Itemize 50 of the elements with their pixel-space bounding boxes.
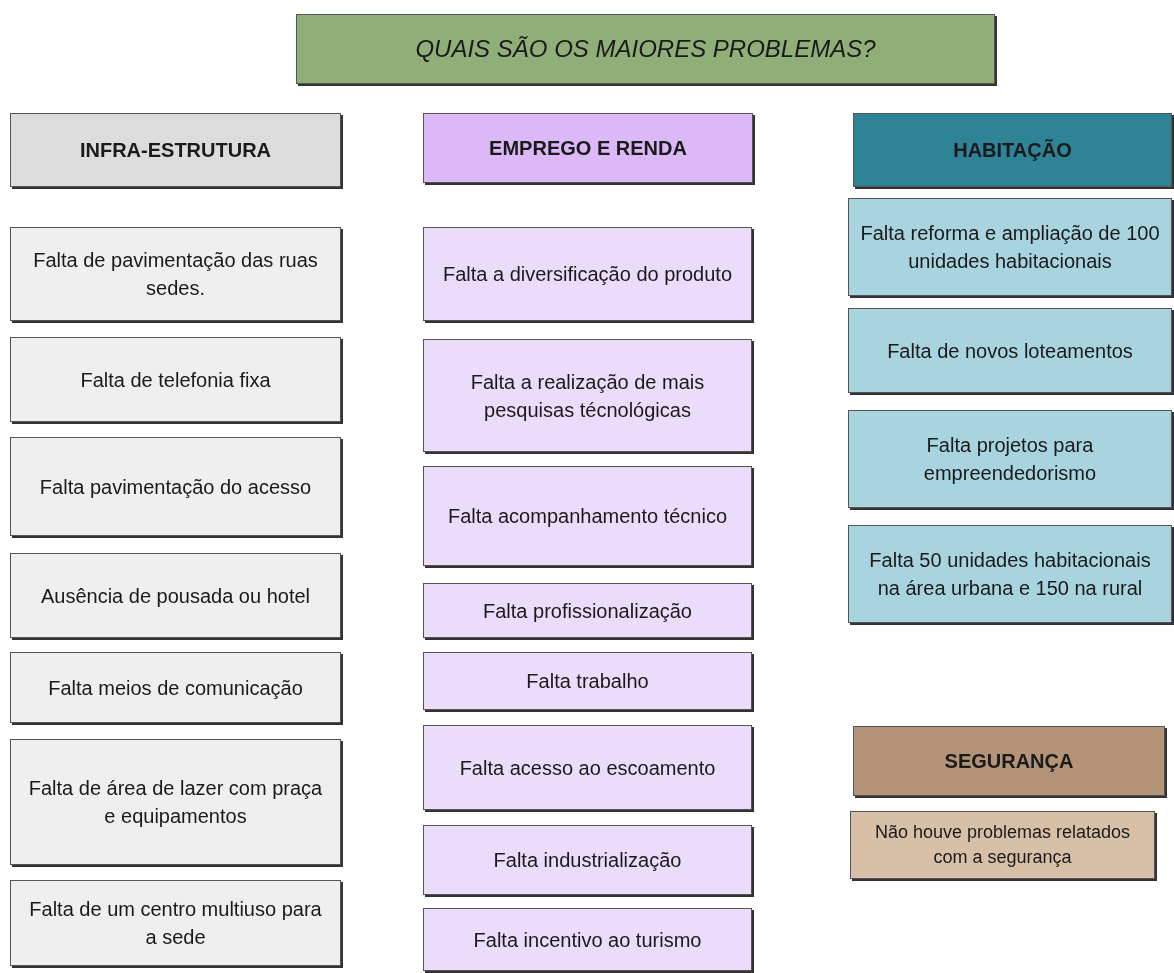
- problem-box: [850, 811, 1155, 879]
- problem-text: Falta de novos loteamentos: [887, 338, 1133, 364]
- problem-box: [10, 880, 341, 966]
- problem-text: Falta profissionalização: [483, 598, 692, 624]
- problem-box: [423, 825, 752, 895]
- problem-text: Falta de um centro multiuso para a sede: [28, 897, 323, 950]
- problem-text: Ausência de pousada ou hotel: [40, 583, 311, 609]
- problem-text: Não houve problemas relatados com a segurança: [873, 820, 1132, 869]
- problem-box: [423, 339, 752, 452]
- problem-box: [423, 583, 752, 638]
- problem-text: Falta de área de lazer com praça e equipamentos: [27, 776, 324, 829]
- problem-text: Falta reforma e ampliação de 100 unidades habitacionais: [859, 221, 1161, 274]
- problem-box: [423, 908, 752, 971]
- problem-box: [10, 553, 341, 638]
- category-heading: EMPREGO E RENDA: [489, 136, 687, 161]
- problem-box: [10, 652, 341, 723]
- problem-box: [423, 466, 752, 566]
- problem-text: Falta a realização de mais pesquisas técnológicas: [469, 369, 706, 423]
- problem-text: Falta 50 unidades habitacionais na área urbana e 150 na rural: [868, 548, 1152, 601]
- problem-box: [10, 337, 341, 422]
- category-header-box: [10, 113, 341, 187]
- category-header-box: [423, 113, 753, 183]
- problem-box: [848, 308, 1172, 393]
- problem-text: Falta incentivo ao turismo: [473, 927, 702, 953]
- problem-text: Falta de pavimentação das ruas sedes.: [32, 248, 319, 301]
- problem-text: Falta meios de comunicação: [48, 675, 303, 701]
- problem-box: [848, 410, 1172, 508]
- problem-text: Falta acesso ao escoamento: [459, 755, 716, 781]
- category-header-box: [853, 113, 1172, 187]
- title-text: QUAIS SÃO OS MAIORES PROBLEMAS?: [415, 34, 876, 65]
- problem-text: Falta trabalho: [526, 669, 649, 694]
- category-header-box: [853, 726, 1165, 796]
- category-heading: INFRA-ESTRUTURA: [79, 138, 272, 163]
- problem-box: [10, 739, 341, 865]
- problem-box: [423, 227, 752, 321]
- problem-text: Falta projetos para empreendedorismo: [922, 433, 1098, 486]
- problem-text: Falta pavimentação do acesso: [39, 474, 312, 500]
- problem-text: Falta de telefonia fixa: [80, 367, 271, 393]
- problem-box: [423, 725, 752, 810]
- problem-box: [848, 198, 1172, 296]
- category-heading: HABITAÇÃO: [953, 138, 1072, 163]
- problem-box: [10, 227, 341, 321]
- problem-text: Falta industrialização: [493, 848, 682, 873]
- title-box: [296, 14, 995, 84]
- problem-box: [10, 437, 341, 536]
- problem-box: [848, 525, 1172, 623]
- problem-text: Falta a diversificação do produto: [442, 262, 733, 287]
- problem-text: Falta acompanhamento técnico: [447, 504, 728, 529]
- problem-box: [423, 652, 752, 710]
- category-heading: SEGURANÇA: [944, 749, 1074, 774]
